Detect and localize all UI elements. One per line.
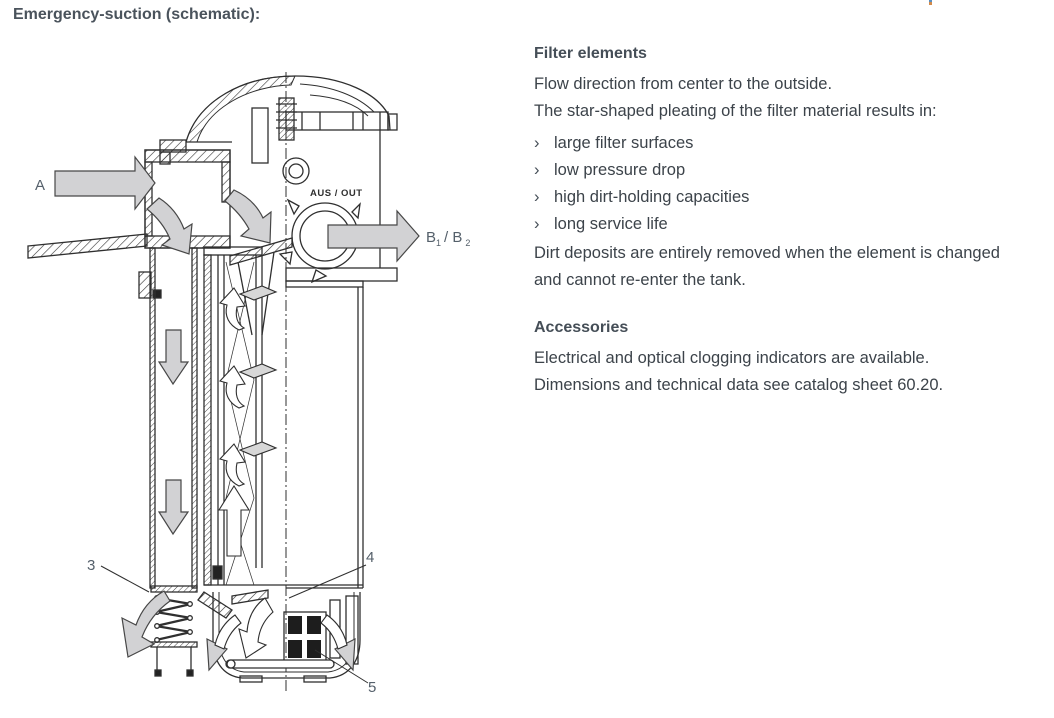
head-curve-arrow: [224, 189, 272, 244]
description-column: Filter elements Flow direction from cent…: [534, 44, 1026, 399]
filter-elements-line2: The star-shaped pleating of the filter m…: [534, 102, 937, 120]
filter-elements-outro: Dirt deposits are entirely removed when …: [534, 244, 1000, 289]
list-item: › large filter surfaces: [534, 130, 1026, 157]
filter-schematic-drawing: A AUS / OUT B1/ B2 3 4 5: [27, 72, 470, 696]
pipe-down-arrow-1: [157, 329, 190, 386]
housing-outline: [27, 75, 398, 683]
bullet-glyph: ›: [534, 161, 540, 179]
magnet-blocks: [288, 616, 321, 658]
accessories-section: Accessories Electrical and optical clogg…: [534, 318, 1026, 399]
bullet-text: long service life: [554, 215, 668, 233]
bullet-text: large filter surfaces: [554, 134, 694, 152]
bullet-glyph: ›: [534, 188, 540, 206]
outlet-arrow: [327, 209, 420, 263]
element-flow-arrows: [214, 285, 348, 659]
list-item: › high dirt-holding capacities: [534, 184, 1026, 211]
bypass-swoosh-arrow: [121, 590, 171, 658]
label-aus-out: AUS / OUT: [310, 188, 363, 199]
bullet-glyph: ›: [534, 215, 540, 233]
list-item: › long service life: [534, 211, 1026, 238]
callout-leaders: [100, 564, 369, 684]
inlet-arrow: [54, 155, 156, 211]
accessories-line1: Electrical and optical clogging indicato…: [534, 349, 930, 367]
list-item: › low pressure drop: [534, 157, 1026, 184]
filter-elements-heading: Filter elements: [534, 45, 647, 62]
accessories-line2: Dimensions and technical data see catalo…: [534, 376, 944, 394]
filter-elements-line1: Flow direction from center to the outsid…: [534, 75, 833, 93]
label-callout-4: 4: [366, 549, 374, 566]
label-callout-5: 5: [368, 679, 376, 696]
bullet-text: high dirt-holding capacities: [554, 188, 750, 206]
label-inlet-a: A: [35, 177, 45, 194]
element-up-arrow: [218, 484, 250, 557]
filter-benefits-list: › large filter surfaces › low pressure d…: [534, 130, 1026, 238]
cap-center-arrow: [238, 597, 274, 659]
bullet-glyph: ›: [534, 134, 540, 152]
accessories-heading: Accessories: [534, 319, 629, 336]
flow-arrows-gray: [54, 155, 420, 672]
inlet-down-curve-arrow: [146, 197, 193, 255]
pipe-down-arrow-2: [157, 479, 190, 536]
page-title: Emergency-suction (schematic):: [13, 6, 261, 23]
cropped-logo-fragment: [929, 0, 932, 5]
label-callout-3: 3: [87, 557, 95, 574]
bullet-text: low pressure drop: [554, 161, 686, 179]
